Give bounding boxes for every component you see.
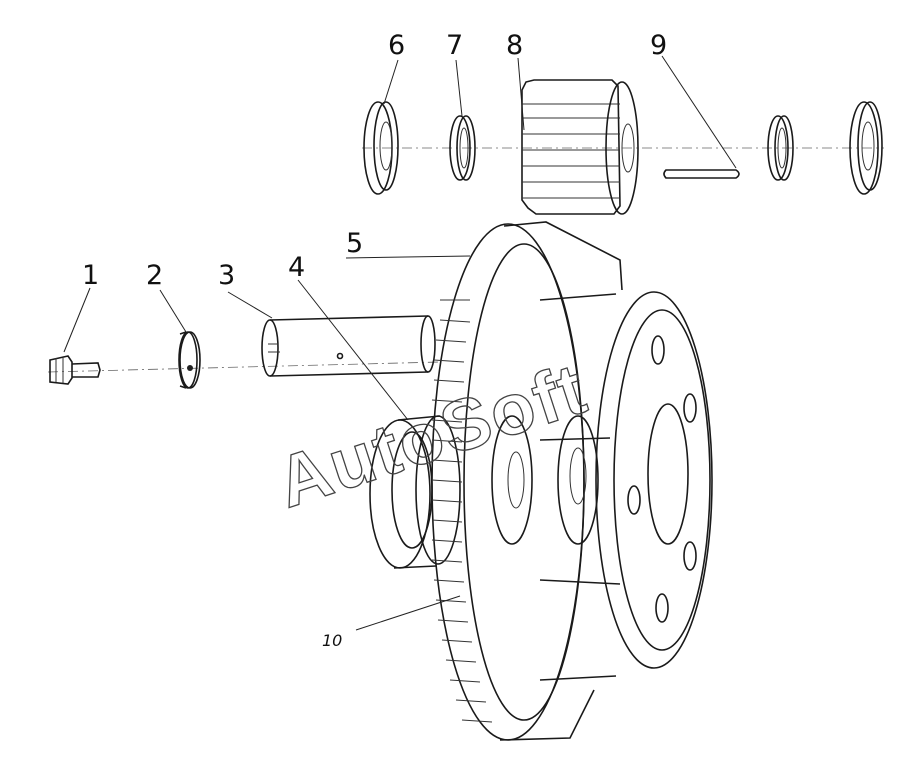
axis-line-lower <box>47 361 441 373</box>
part-1-bolt <box>49 355 101 385</box>
leader-7 <box>455 59 463 117</box>
leader-6 <box>383 59 399 105</box>
callout-4: 4 <box>288 252 305 283</box>
part-9-needle-roller <box>663 169 740 179</box>
leader-3 <box>227 291 273 319</box>
part-7-spacer-ring-right <box>767 115 794 181</box>
leader-1 <box>63 287 91 353</box>
leader-2 <box>159 289 187 333</box>
leader-10 <box>355 595 461 631</box>
part-6-thrust-washer <box>363 101 399 195</box>
part-10-ring-gear <box>431 221 713 741</box>
part-2-washer <box>178 331 201 389</box>
part-8-planet-gear <box>521 79 639 215</box>
callout-9: 9 <box>650 30 667 61</box>
callout-7: 7 <box>446 30 463 61</box>
part-7-spacer-ring <box>449 115 476 181</box>
callout-5: 5 <box>346 228 363 259</box>
leader-9 <box>661 55 737 169</box>
part-3-pin <box>261 315 436 377</box>
callout-8: 8 <box>506 30 523 61</box>
leader-5 <box>345 255 471 259</box>
leader-8 <box>517 57 525 131</box>
callout-2: 2 <box>146 260 163 291</box>
callout-3: 3 <box>218 260 235 291</box>
callout-10: 10 <box>322 631 342 650</box>
part-6-thrust-washer-right <box>849 101 883 195</box>
callout-1: 1 <box>82 260 99 291</box>
leader-4 <box>297 279 409 421</box>
callout-6: 6 <box>388 30 405 61</box>
